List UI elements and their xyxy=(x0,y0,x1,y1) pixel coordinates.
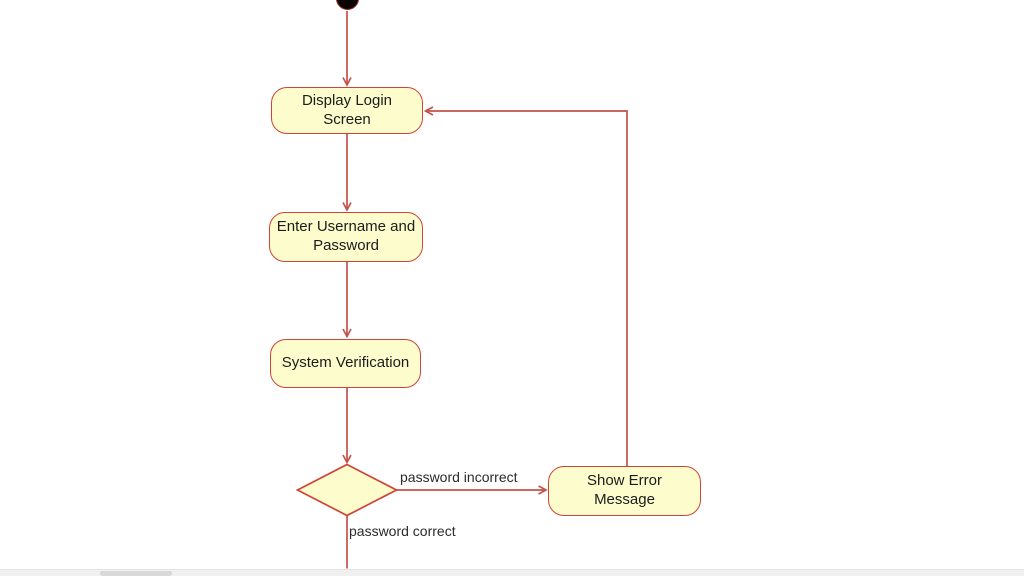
activity-display-login-screen: Display Login Screen xyxy=(271,87,423,134)
horizontal-scrollbar[interactable] xyxy=(0,569,1024,576)
edge-show-error-to-display-login xyxy=(426,111,628,466)
activity-enter-username-password: Enter Username and Password xyxy=(269,212,423,262)
scrollbar-thumb[interactable] xyxy=(100,571,172,576)
decision-node xyxy=(295,463,399,517)
activity-show-error-message: Show Error Message xyxy=(548,466,701,516)
activity-system-verification: System Verification xyxy=(270,339,421,388)
edge-label-password-correct: password correct xyxy=(349,523,456,539)
start-node xyxy=(336,0,359,10)
edge-label-password-incorrect: password incorrect xyxy=(400,469,518,485)
